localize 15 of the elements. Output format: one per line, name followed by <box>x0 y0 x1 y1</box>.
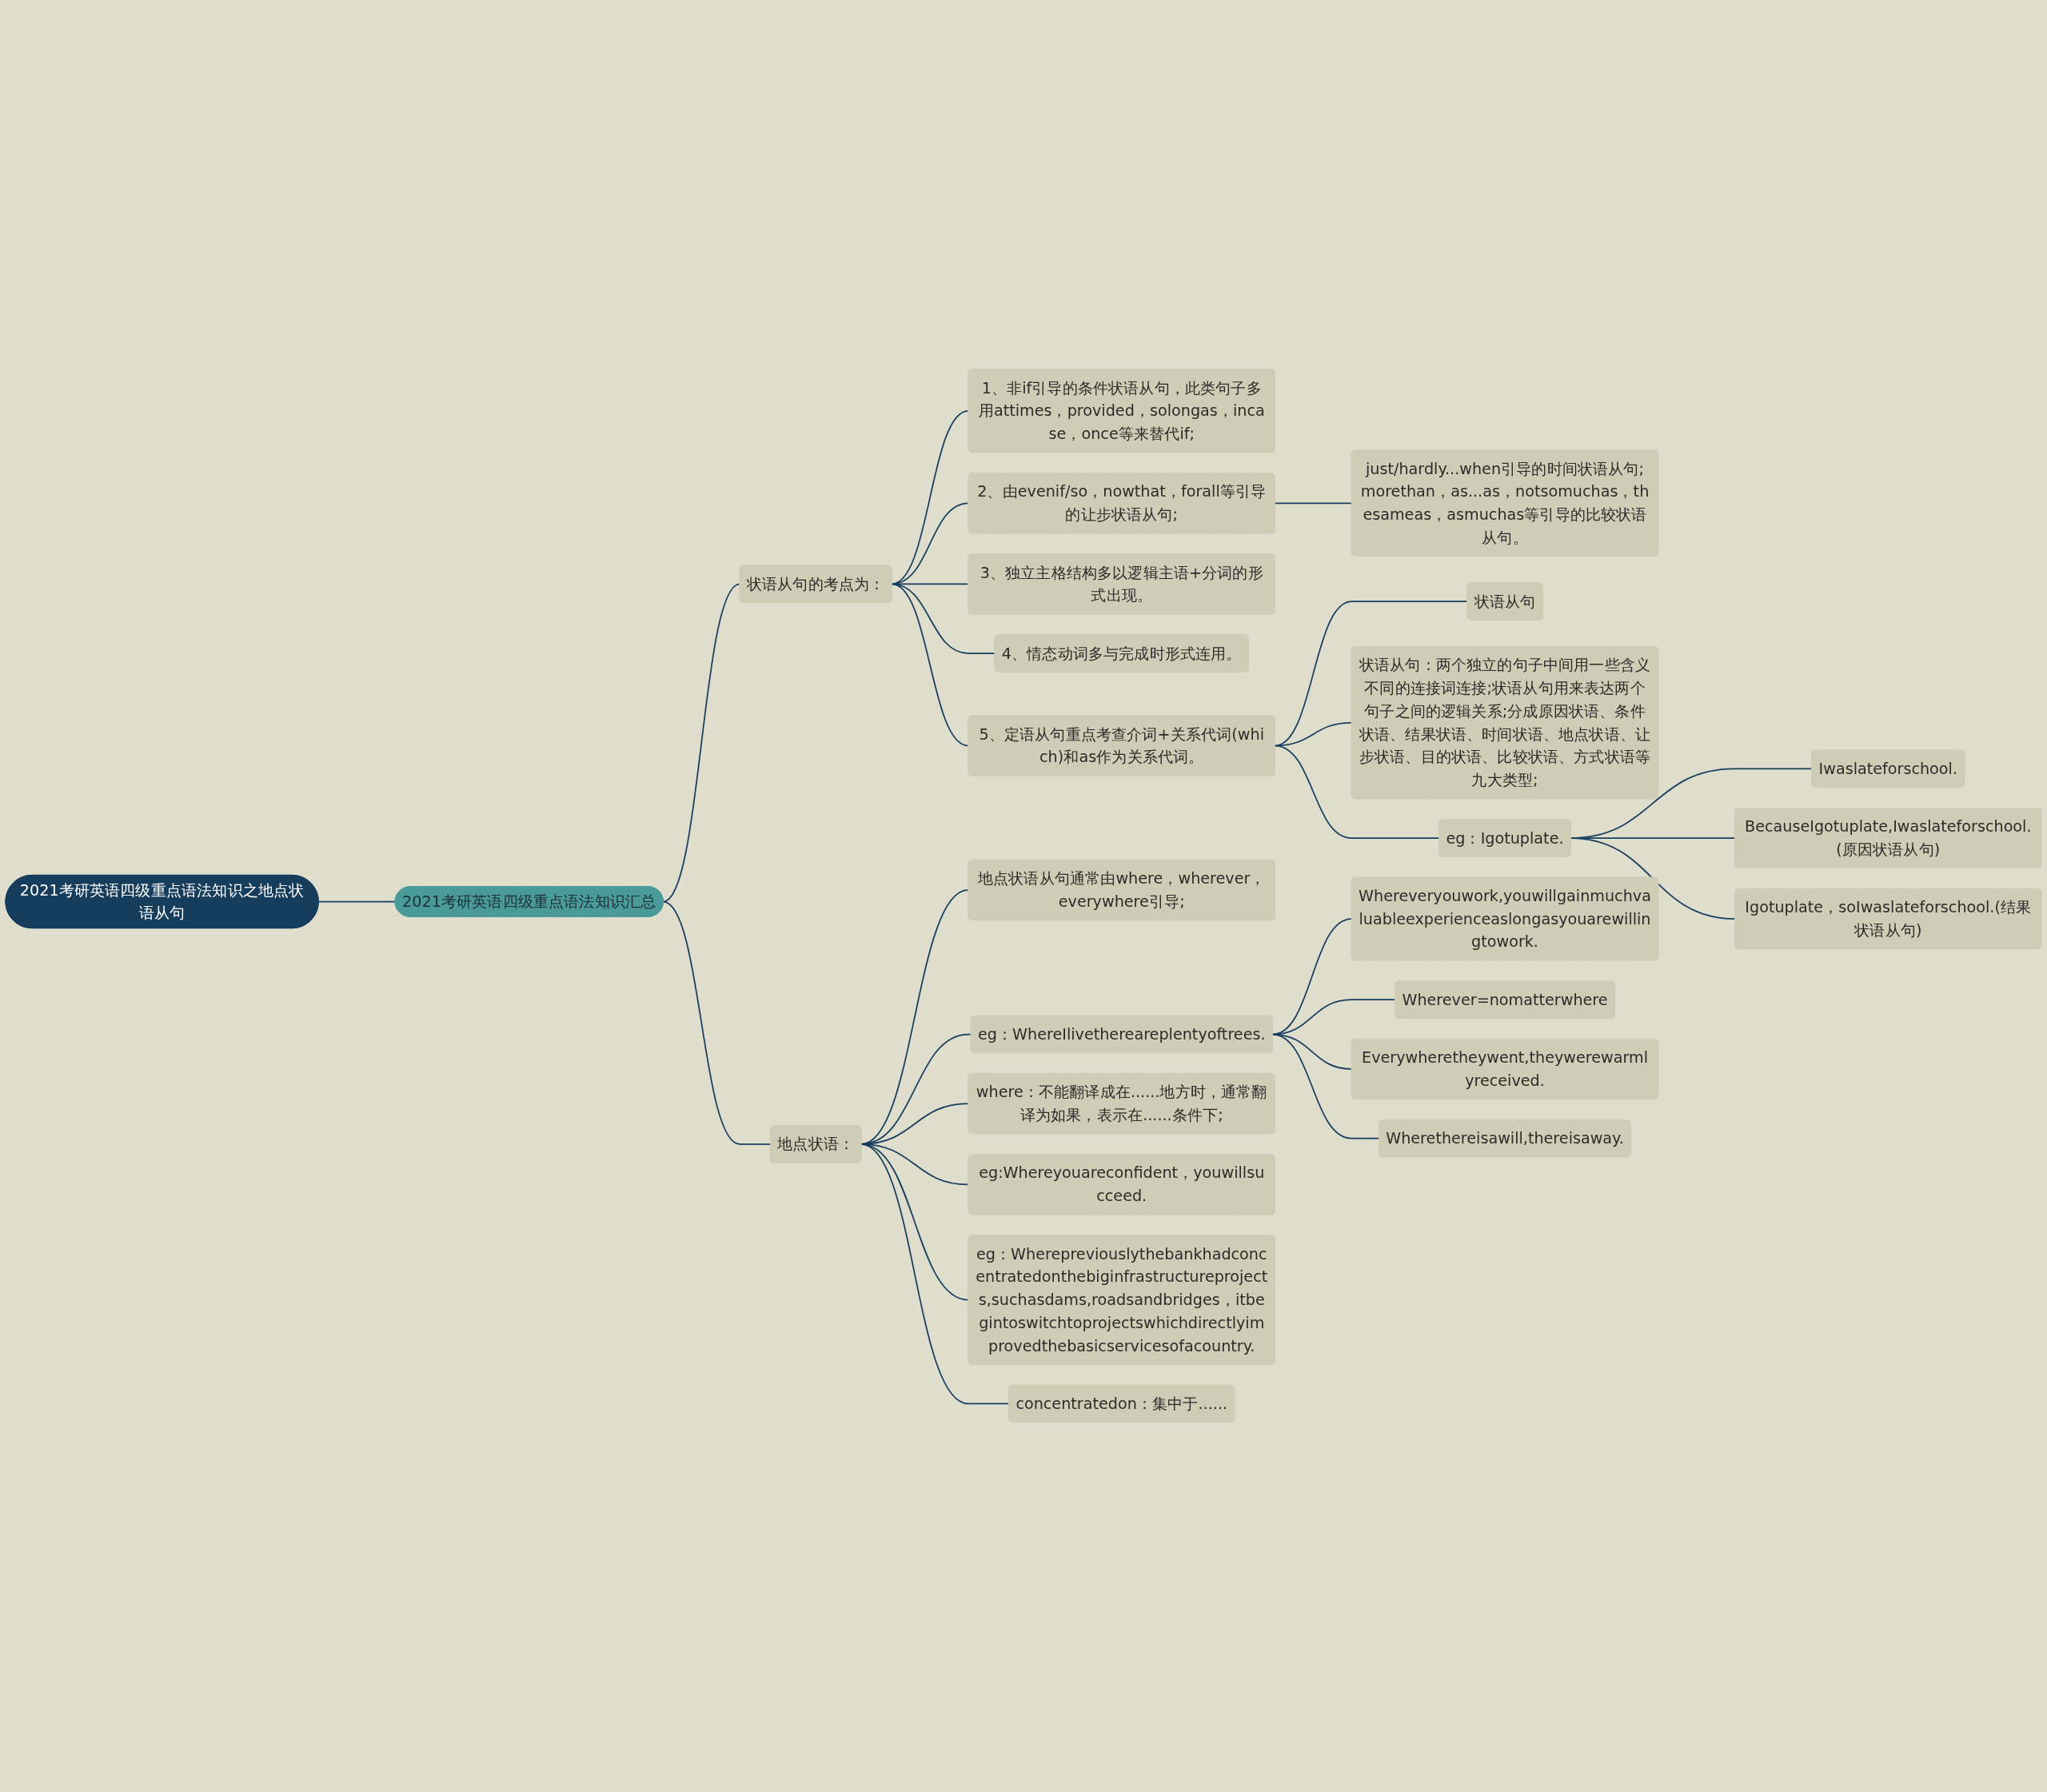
connector <box>891 583 969 585</box>
connector <box>1570 837 1736 920</box>
connector <box>1271 1033 1380 1139</box>
connector <box>1274 744 1440 840</box>
connector <box>662 900 772 1145</box>
connector <box>891 502 969 585</box>
connector <box>891 410 969 585</box>
connector <box>662 583 741 903</box>
connector <box>860 1143 1010 1405</box>
connector <box>1274 601 1468 747</box>
connector <box>1274 502 1353 505</box>
connector <box>891 583 996 655</box>
connector <box>317 900 396 903</box>
connector <box>891 583 969 747</box>
connector <box>1271 918 1353 1036</box>
